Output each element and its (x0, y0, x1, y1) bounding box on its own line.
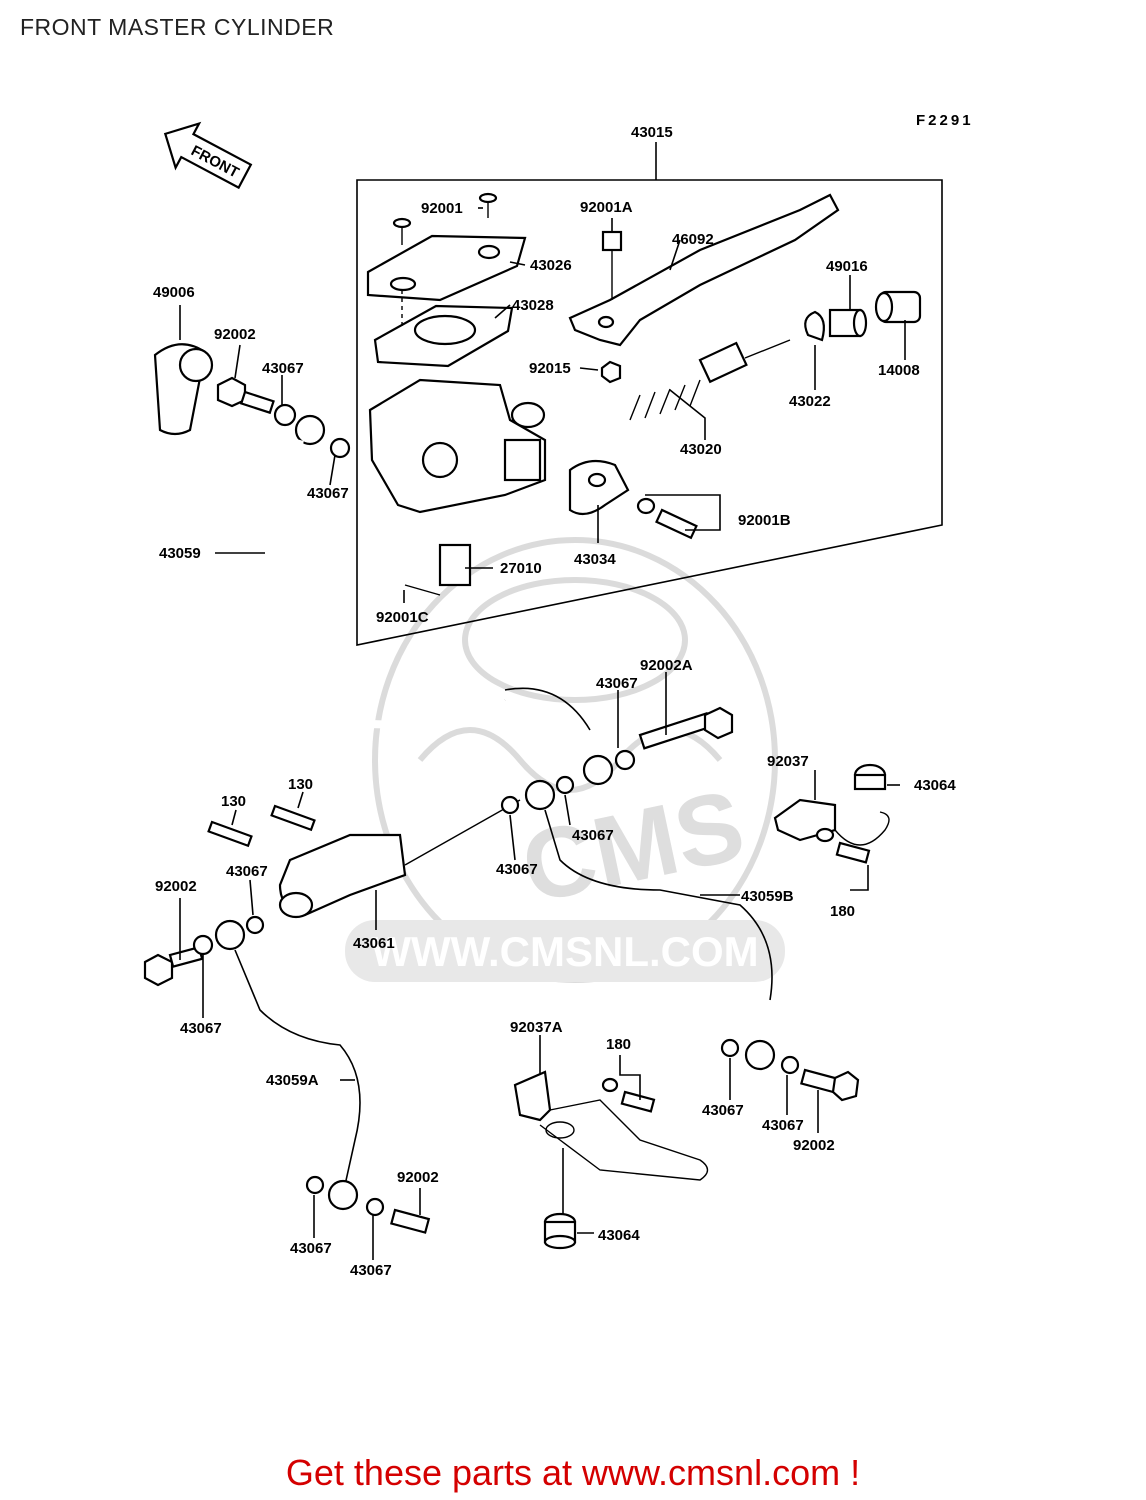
label-43020: 43020 (680, 441, 722, 458)
part-labels: 43015 92001 92001A 46092 43026 43028 490… (153, 124, 956, 1279)
label-92001: 92001 (421, 200, 463, 217)
label-92001A: 92001A (580, 199, 633, 216)
brake-hose-43059A (143, 915, 431, 1234)
page-title: FRONT MASTER CYLINDER (20, 14, 335, 40)
master-cylinder-assembly-box (356, 179, 943, 646)
label-43026: 43026 (530, 257, 572, 274)
bolt-130-a (207, 820, 253, 848)
master-cylinder-body (368, 378, 547, 514)
label-43028: 43028 (512, 297, 554, 314)
leader-lines (179, 207, 906, 1260)
brake-lever (568, 193, 840, 347)
label-43015: 43015 (631, 124, 673, 141)
label-49016: 49016 (826, 258, 868, 275)
clamp-bolt (636, 497, 698, 540)
label-43067-g: 43067 (180, 1020, 222, 1037)
footer-cta-link[interactable]: Get these parts at www.cmsnl.com ! (285, 1452, 861, 1493)
circlip (804, 310, 825, 342)
grommet-43064-bottom (543, 1212, 577, 1250)
pivot-bolt (601, 230, 623, 300)
label-130-b: 130 (221, 793, 246, 810)
reservoir-cap (366, 234, 527, 302)
cms-watermark-logo (345, 537, 785, 983)
clamp (568, 459, 630, 516)
label-43067-j: 43067 (290, 1240, 332, 1257)
diaphragm (373, 304, 514, 368)
brake-light-switch (404, 543, 472, 596)
label-92002A: 92002A (640, 657, 693, 674)
cap-screw-1 (392, 217, 412, 245)
label-92001C: 92001C (376, 609, 429, 626)
label-92037A: 92037A (510, 1019, 563, 1036)
label-92001B: 92001B (738, 512, 791, 529)
label-130-a: 130 (288, 776, 313, 793)
label-49006: 49006 (153, 284, 195, 301)
label-46092: 46092 (672, 231, 714, 248)
label-43067-k: 43067 (350, 1262, 392, 1279)
banjo-bolt-top (216, 376, 297, 427)
label-43061: 43061 (353, 935, 395, 952)
banjo-bolt-92002A (614, 706, 734, 771)
label-43067-a: 43067 (262, 360, 304, 377)
label-180-top: 180 (830, 903, 855, 920)
label-92002-right: 92002 (793, 1137, 835, 1154)
label-43059B: 43059B (741, 888, 794, 905)
bolt-130-b (270, 804, 316, 832)
label-43059: 43059 (159, 545, 201, 562)
label-43064-top: 43064 (914, 777, 956, 794)
bolt-180-top (815, 827, 871, 864)
label-27010: 27010 (500, 560, 542, 577)
label-43067-i: 43067 (762, 1117, 804, 1134)
piston-spring (629, 339, 791, 421)
label-43067-d: 43067 (572, 827, 614, 844)
front-direction-arrow: FRONT (163, 121, 253, 190)
dust-cover (874, 290, 922, 324)
cap-screw-2 (478, 192, 498, 218)
label-43064-bottom: 43064 (598, 1227, 640, 1244)
boot (828, 308, 868, 338)
three-way-joint (278, 799, 521, 919)
bolt-180-mid (601, 1077, 656, 1113)
watermark-url: WWW.CMSNL.COM (371, 928, 758, 975)
label-43067-e: 43067 (496, 861, 538, 878)
brake-hose-43059B (500, 775, 776, 1071)
label-43022: 43022 (789, 393, 831, 410)
label-180-mid: 180 (606, 1036, 631, 1053)
brake-hose-43059 (246, 414, 614, 786)
label-14008: 14008 (878, 362, 920, 379)
label-92015: 92015 (529, 360, 571, 377)
grommet-43064-top (853, 763, 887, 791)
label-92002-bottom: 92002 (397, 1169, 439, 1186)
label-43034: 43034 (574, 551, 616, 568)
label-92037: 92037 (767, 753, 809, 770)
label-43059A: 43059A (266, 1072, 319, 1089)
label-43067-f: 43067 (226, 863, 268, 880)
label-92002-left: 92002 (155, 878, 197, 895)
figure-code: F2291 (916, 112, 974, 129)
pivot-nut (600, 360, 622, 384)
label-43067-h: 43067 (702, 1102, 744, 1119)
label-43067-c: 43067 (596, 675, 638, 692)
label-43067-b: 43067 (307, 485, 349, 502)
label-92002-top: 92002 (214, 326, 256, 343)
banjo-bolt-bottom-right (720, 1038, 860, 1102)
bleeder-cap (153, 343, 214, 436)
